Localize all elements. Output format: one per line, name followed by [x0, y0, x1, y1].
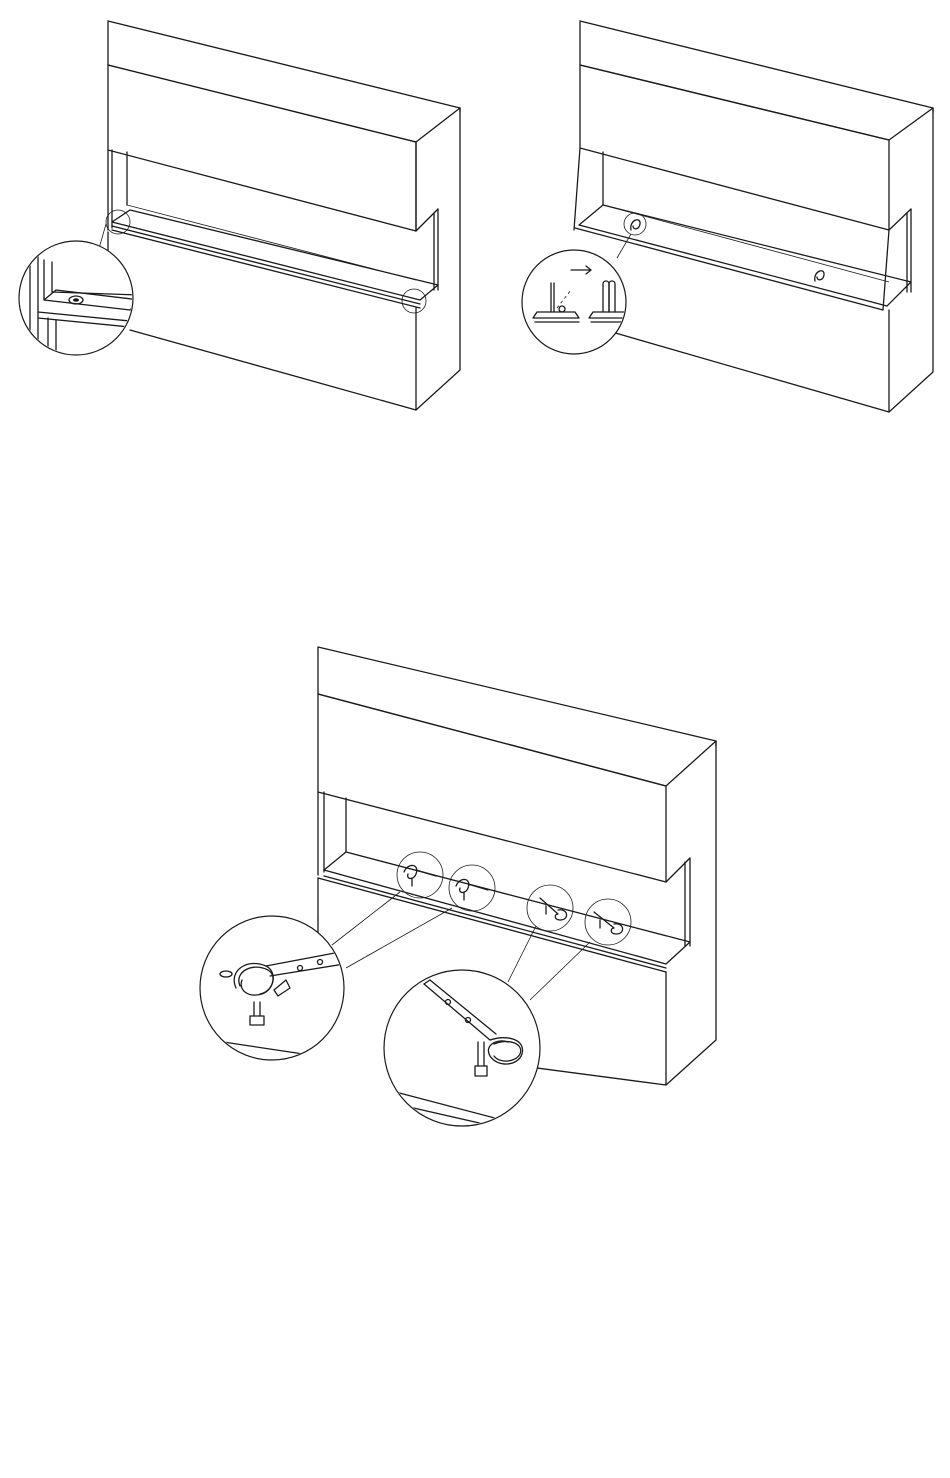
corner-detail-callout — [19, 241, 140, 360]
connector-marker-2 — [449, 865, 495, 911]
clip-detail-callout — [522, 250, 629, 354]
connector-marker-3 — [527, 885, 573, 931]
right-hose-detail-callout — [384, 970, 540, 1130]
figure-2-igniter-clips — [475, 0, 950, 440]
figure-1-tray-insertion — [0, 0, 475, 440]
connector-marker-4 — [585, 899, 631, 945]
figure-3-hose-connections — [190, 630, 750, 1130]
fireplace-body — [106, 21, 460, 410]
fireplace-body — [574, 21, 933, 412]
left-hose-detail-callout — [200, 916, 346, 1060]
